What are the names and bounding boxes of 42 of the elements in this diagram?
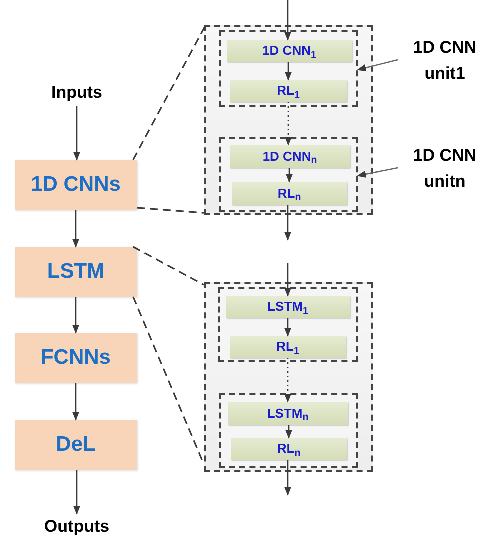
layer-box: RL$_{n}$ — [232, 182, 347, 205]
unit-label: 1D CNN unit1 — [398, 35, 492, 87]
layer-box: LSTM$_{n}$ — [228, 402, 348, 425]
unit-box — [219, 393, 358, 468]
arrow — [284, 205, 292, 241]
io-label: Inputs — [37, 80, 117, 106]
layer-box: RL$_{n}$ — [231, 438, 347, 460]
layer-box: 1D CNNs — [15, 160, 137, 210]
layer-box: LSTM — [15, 247, 137, 297]
leader-line — [357, 59, 398, 72]
arrow — [72, 210, 80, 248]
layer-box: RL$_{1}$ — [230, 336, 346, 358]
unit-box — [218, 287, 358, 362]
layer-box: DeL — [15, 420, 137, 470]
arrow — [284, 358, 292, 403]
layer-box: FCNNs — [15, 333, 137, 383]
arrow — [286, 168, 294, 183]
arrow — [285, 425, 293, 439]
arrow — [284, 62, 292, 81]
layer-box: 1D CNN$_{n}$ — [230, 145, 350, 168]
arrow — [284, 318, 292, 337]
layer-box: RL$_{1}$ — [230, 80, 347, 102]
arrow — [73, 470, 81, 515]
zoom-line — [136, 207, 204, 214]
detail-panel — [204, 25, 373, 215]
arrow — [73, 106, 81, 161]
arrow — [284, 460, 292, 496]
arrow — [284, 263, 292, 297]
zoom-line — [132, 24, 207, 160]
io-label: Outputs — [30, 514, 124, 540]
unit-box — [219, 137, 358, 212]
layer-box: LSTM$_{1}$ — [226, 296, 350, 318]
detail-panel — [204, 282, 373, 472]
unit-box — [219, 30, 358, 107]
unit-label: 1D CNN unitn — [398, 143, 492, 195]
leader-line — [357, 167, 398, 178]
arrow — [72, 383, 80, 421]
zoom-line — [132, 246, 204, 286]
layer-box: 1D CNN$_{1}$ — [227, 40, 352, 62]
arrow — [284, 0, 292, 41]
arrow — [284, 102, 292, 146]
arrow — [72, 297, 80, 334]
